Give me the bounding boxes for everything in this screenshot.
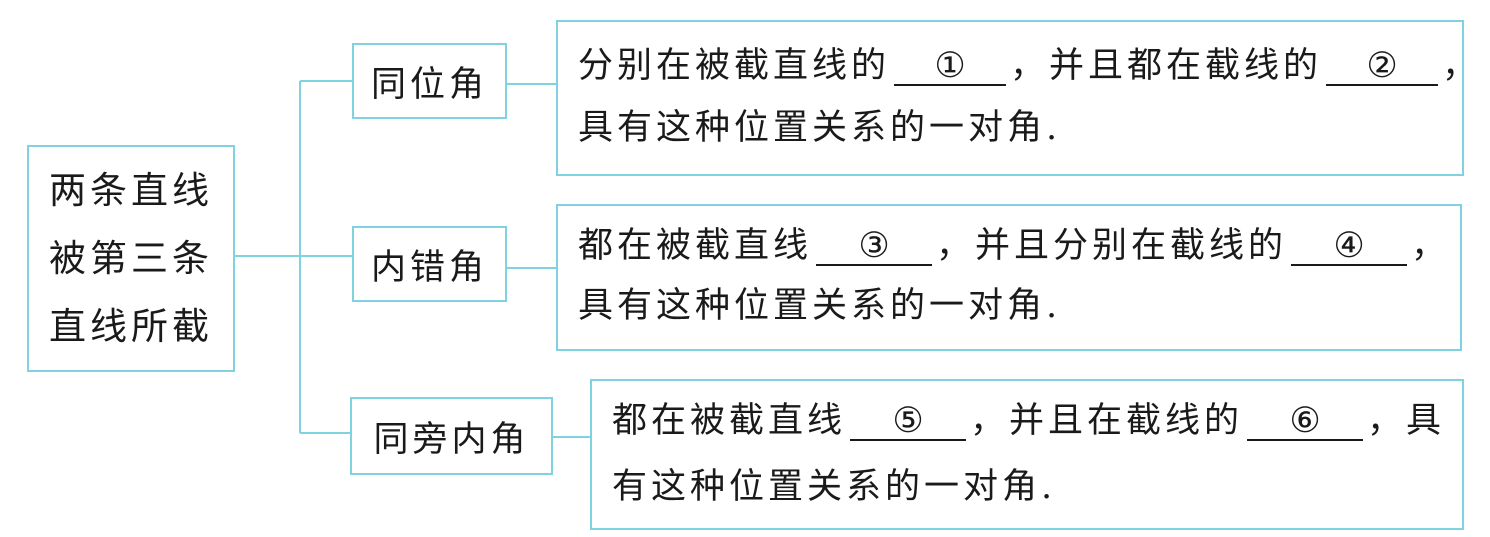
category-same-side-interior-angles: 同旁内角 [350, 397, 553, 475]
blank-5: ⑤ [850, 403, 967, 441]
definition-line-2: 具有这种位置关系的一对角. [578, 108, 1062, 148]
definition-text: ，具 [1367, 401, 1446, 441]
definition-text: 都在被截直线 [578, 226, 813, 266]
definition-text: ，并且分别在截线的 [936, 226, 1288, 266]
definition-text: ， [1442, 46, 1482, 86]
definition-text: 都在被截直线 [612, 401, 847, 441]
category-alternate-interior-angles: 内错角 [352, 226, 507, 302]
category-corresponding-angles: 同位角 [352, 43, 507, 119]
blank-6: ⑥ [1247, 403, 1364, 441]
definition-line-2: 有这种位置关系的一对角. [612, 467, 1057, 507]
blank-4: ④ [1291, 228, 1408, 266]
definition-text: ，并且在截线的 [970, 401, 1244, 441]
blank-1: ① [894, 48, 1007, 86]
blank-2: ② [1326, 48, 1439, 86]
root-node: 两条直线 被第三条 直线所截 [27, 145, 235, 372]
root-line: 两条直线 [49, 168, 213, 212]
definition-line-2: 具有这种位置关系的一对角. [578, 286, 1062, 326]
root-line: 直线所截 [49, 304, 213, 348]
root-line: 被第三条 [49, 236, 213, 280]
definition-text: 分别在被截直线的 [578, 46, 891, 86]
definition-text: ，并且都在截线的 [1010, 46, 1323, 86]
definition-text: ， [1411, 226, 1451, 266]
blank-3: ③ [816, 228, 933, 266]
